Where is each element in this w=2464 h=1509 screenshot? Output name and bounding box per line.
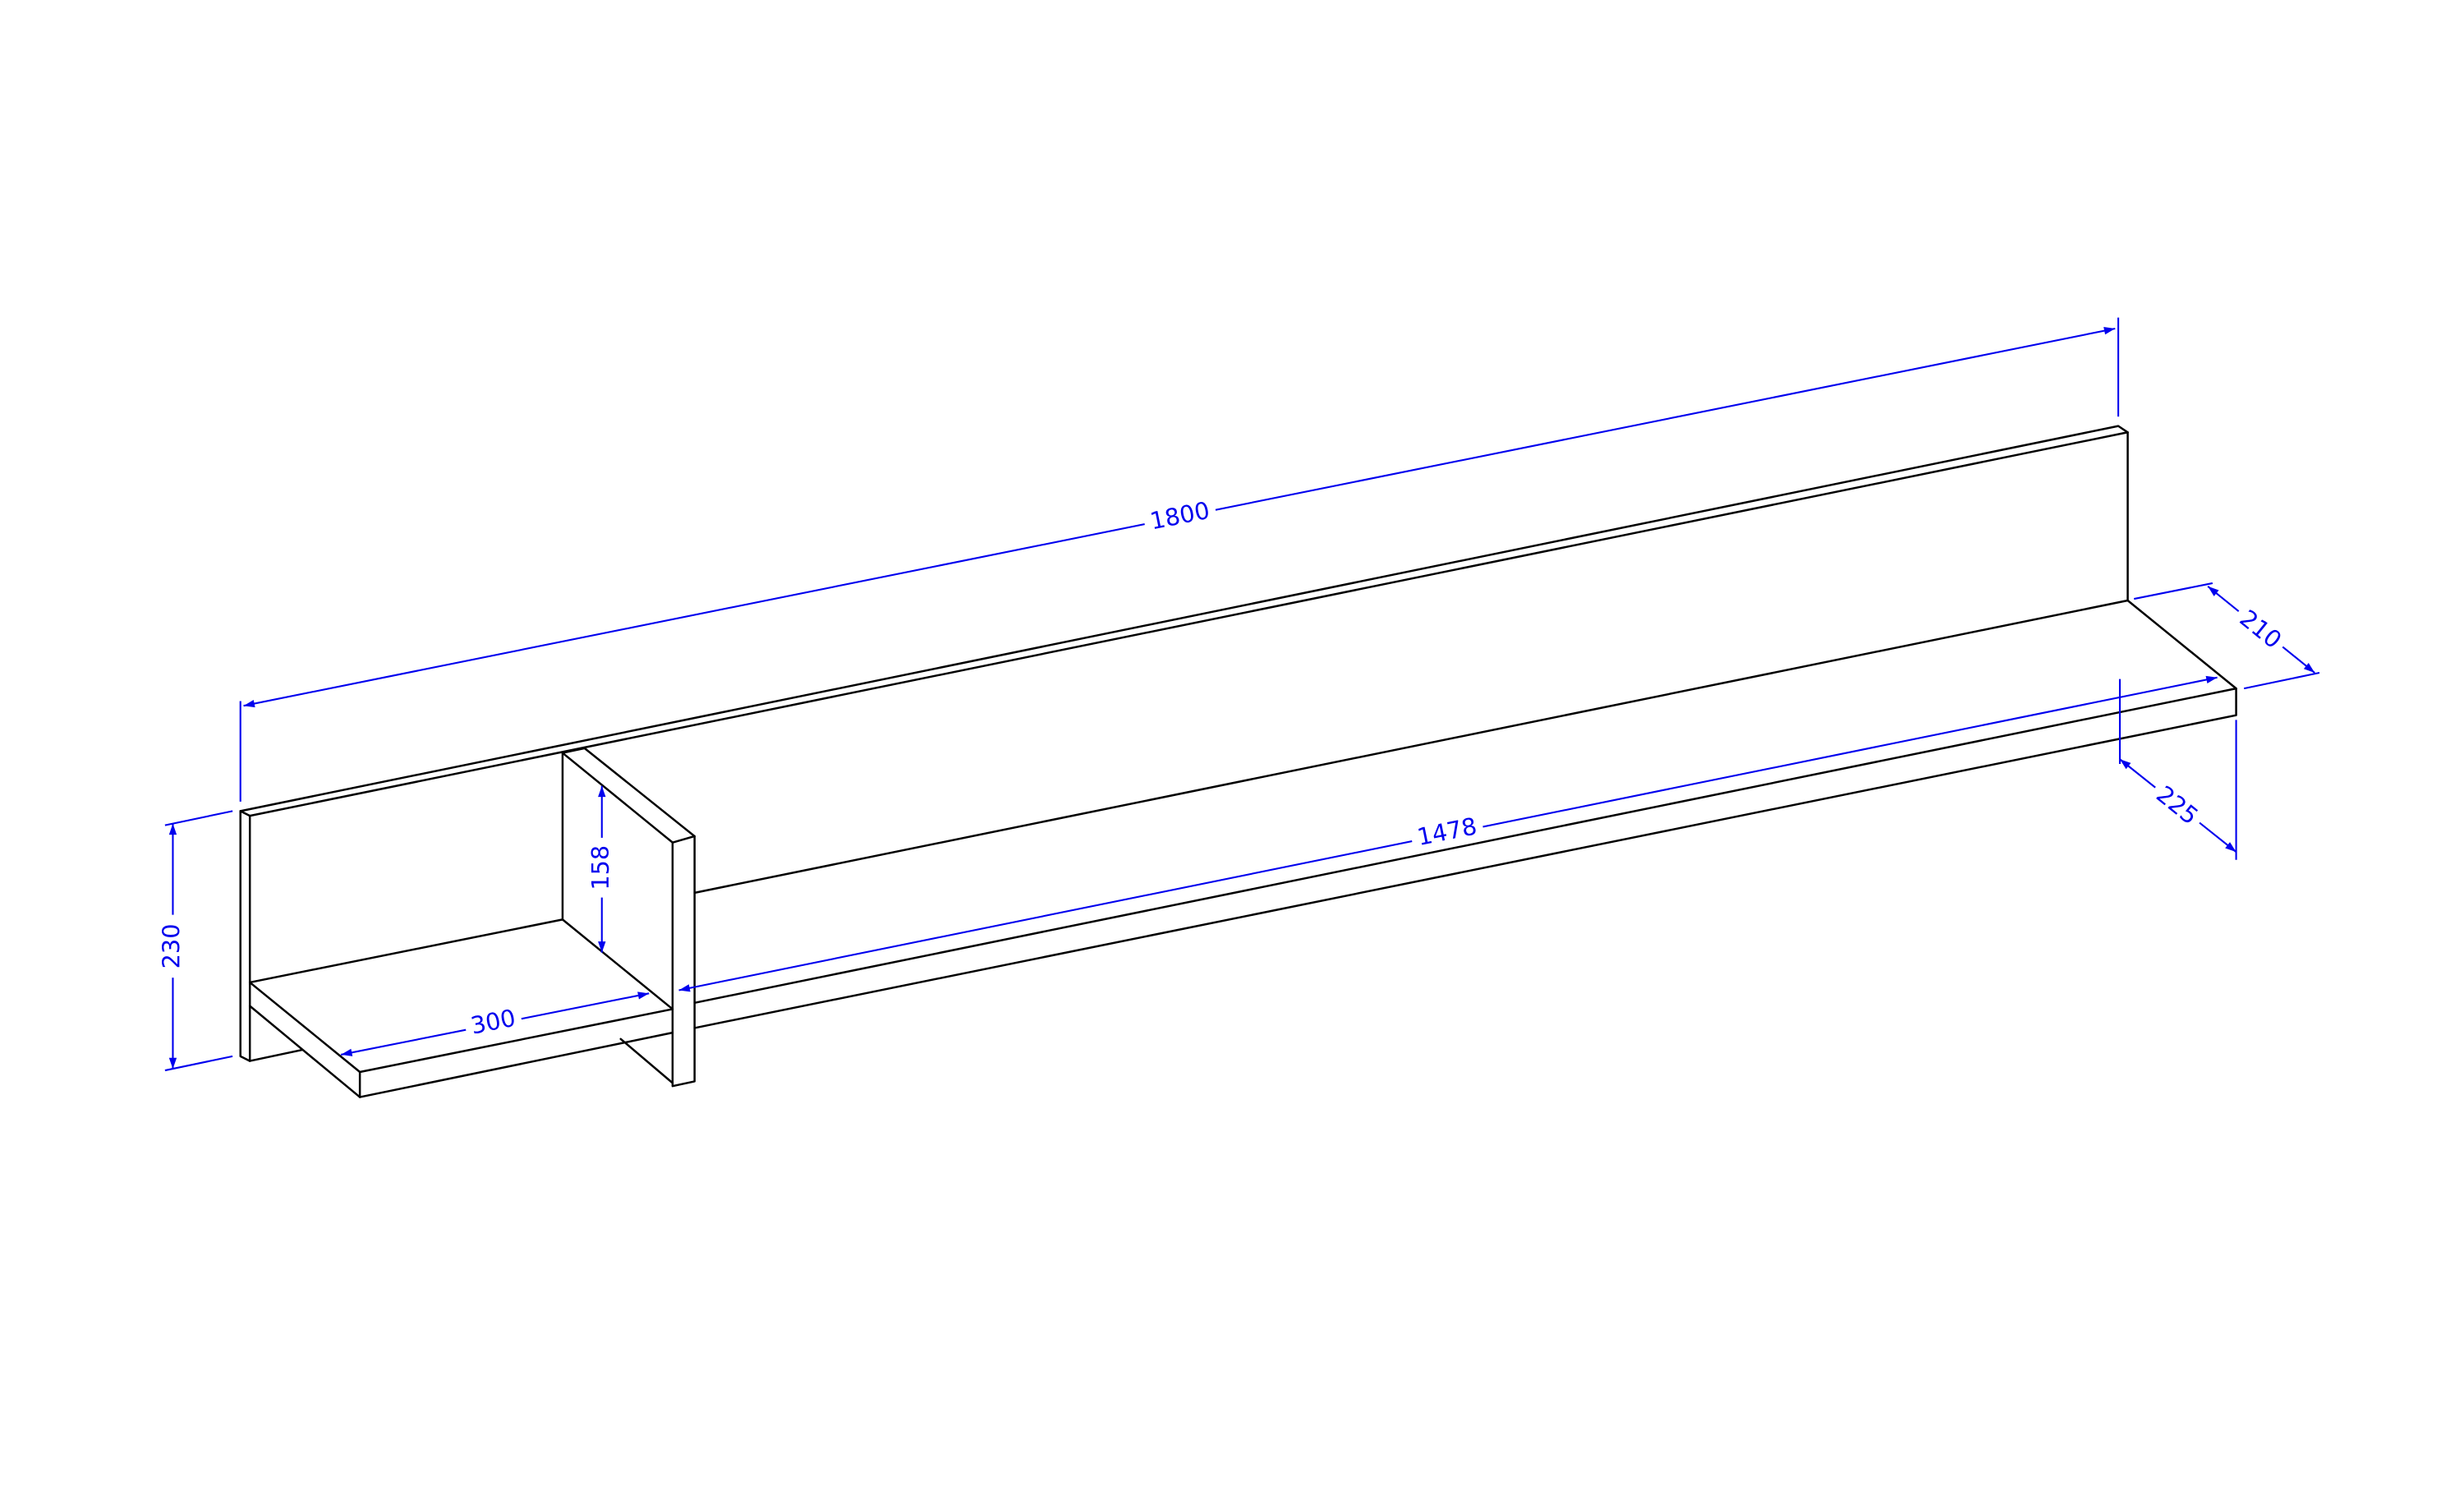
divider-panel: [561, 747, 696, 1088]
dimension-225: 225: [2118, 679, 2237, 860]
dimension-label-230: 230: [157, 924, 185, 969]
dimension-1800: 1800: [239, 317, 2120, 802]
dimension-230: 230: [157, 810, 233, 1072]
dimension-210: 210: [2134, 582, 2320, 690]
dimension-label-300: 300: [468, 1004, 517, 1040]
dimension-1478: 1478: [678, 675, 2218, 992]
dimension-label-158: 158: [586, 845, 614, 890]
dimension-158: 158: [586, 785, 616, 953]
left-shelf: [248, 918, 674, 1098]
dimension-label-1800: 1800: [1147, 496, 1211, 536]
